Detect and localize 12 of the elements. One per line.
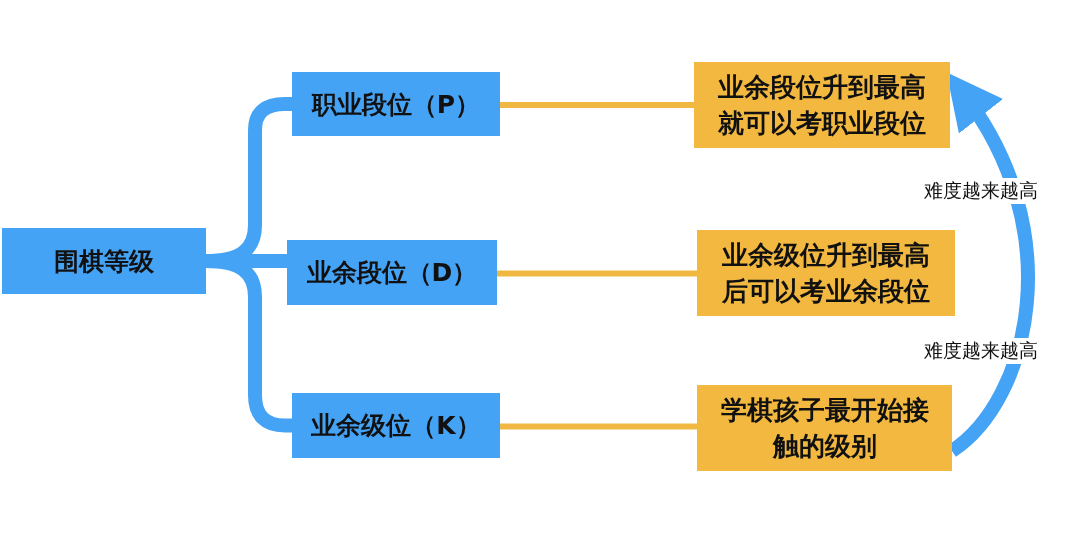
category-box: 职业段位（P） <box>292 72 500 136</box>
category-box: 业余段位（D） <box>287 240 497 305</box>
description-box: 业余段位升到最高就可以考职业段位 <box>694 62 950 148</box>
category-box: 围棋等级 <box>2 228 206 294</box>
description-box: 业余级位升到最高后可以考业余段位 <box>697 230 955 316</box>
connector-line <box>500 423 697 430</box>
connector-line <box>500 102 694 108</box>
description-box: 学棋孩子最开始接触的级别 <box>697 385 952 471</box>
arrow-label: 难度越来越高 <box>922 178 1040 204</box>
category-box: 业余级位（K） <box>292 393 500 458</box>
arrow-label: 难度越来越高 <box>922 338 1040 364</box>
connector-line <box>497 270 697 277</box>
